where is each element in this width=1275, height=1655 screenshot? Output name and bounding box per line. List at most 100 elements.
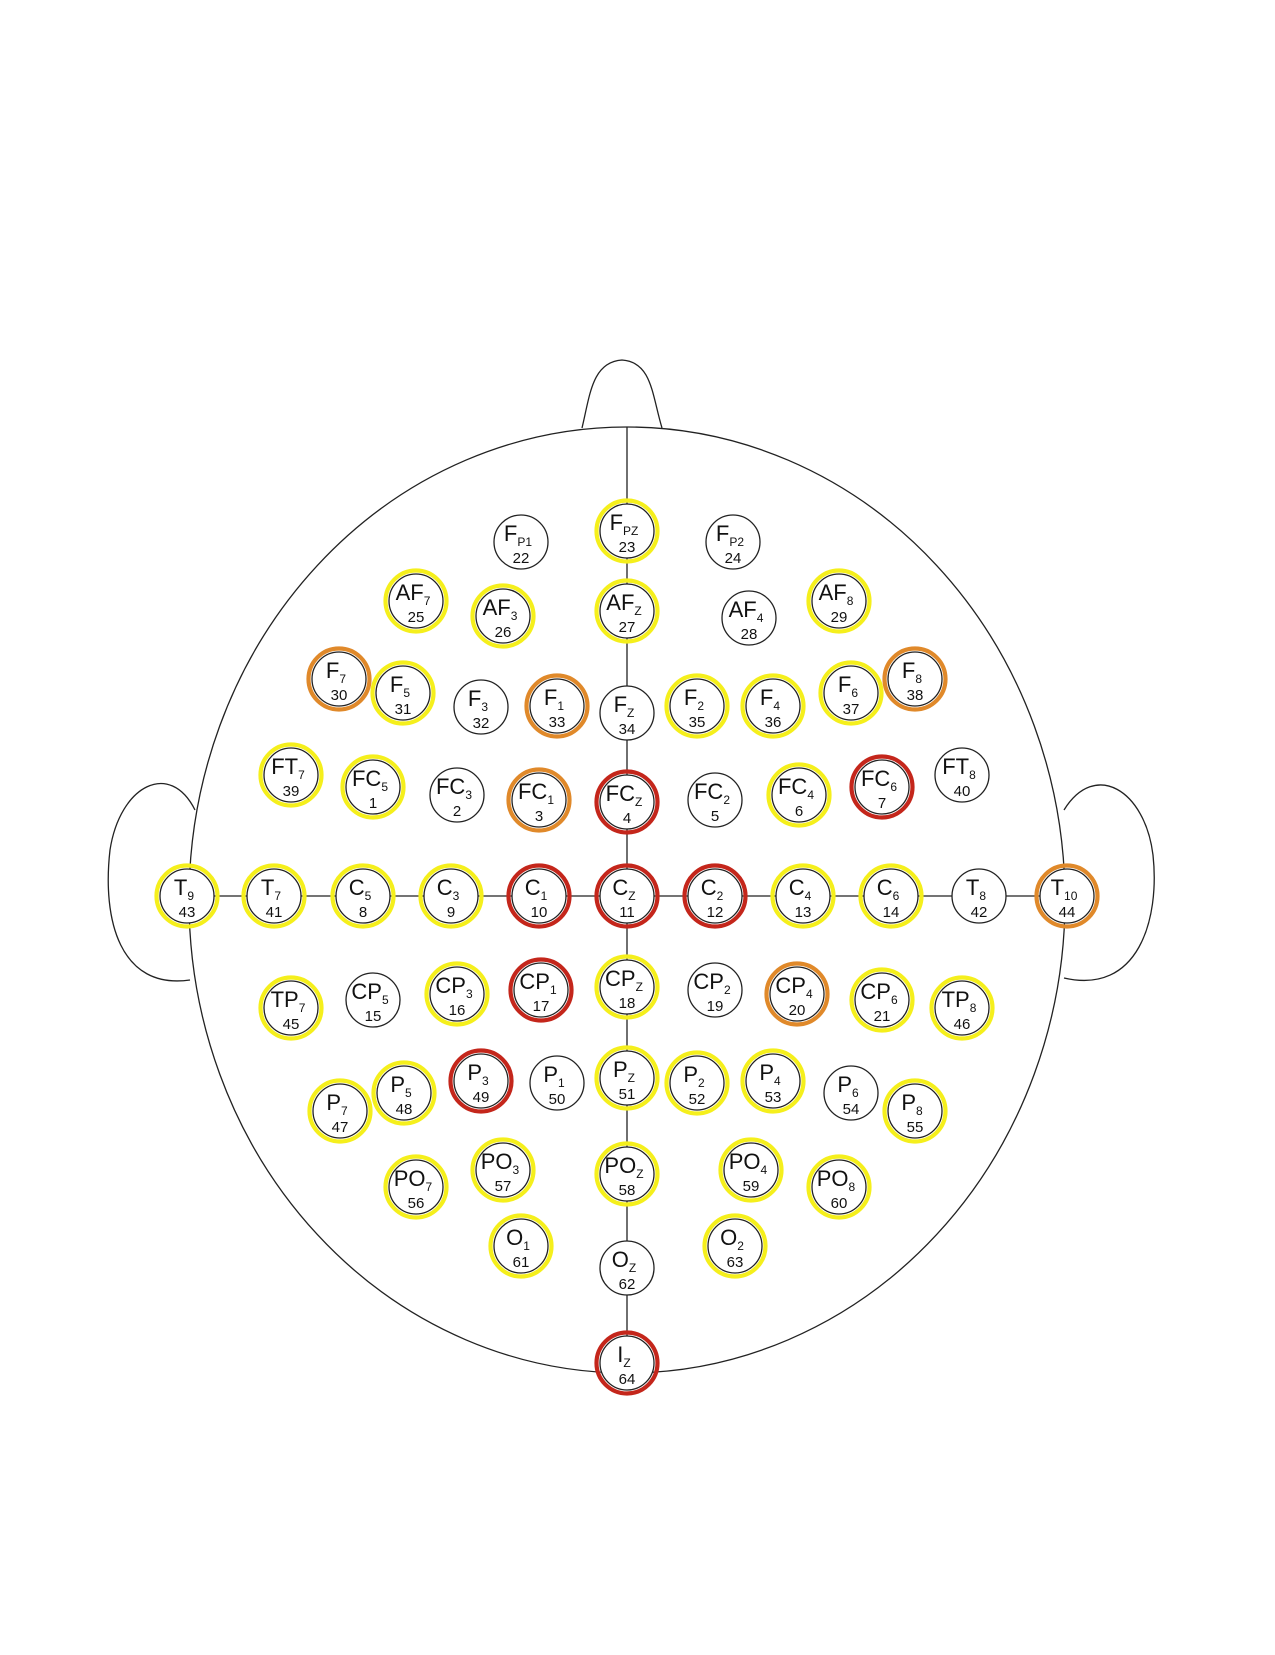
electrode-name: F bbox=[544, 685, 557, 710]
electrode-circle bbox=[721, 590, 777, 646]
highlight-ring-yellow bbox=[806, 1154, 872, 1220]
highlight-ring-orange bbox=[882, 646, 948, 712]
electrode-number: 60 bbox=[831, 1195, 848, 1212]
highlight-ring-yellow bbox=[383, 1154, 449, 1220]
electrode-c3[interactable]: C39 bbox=[418, 863, 484, 929]
electrode-subscript: 2 bbox=[737, 1239, 744, 1253]
electrode-name: F bbox=[610, 510, 623, 535]
highlight-ring-yellow bbox=[470, 583, 536, 649]
highlight-ring-yellow bbox=[383, 568, 449, 634]
electrode-name: PO bbox=[729, 1149, 761, 1174]
electrode-label: F4 bbox=[760, 685, 780, 713]
electrode-number: 18 bbox=[619, 995, 636, 1012]
electrode-subscript: 4 bbox=[807, 788, 814, 802]
electrode-subscript: 3 bbox=[513, 1163, 520, 1177]
electrode-name: PO bbox=[817, 1166, 849, 1191]
electrode-label: P2 bbox=[683, 1062, 705, 1090]
electrode-label: AF8 bbox=[819, 580, 854, 608]
electrode-subscript: 7 bbox=[298, 768, 305, 782]
electrode-subscript: 8 bbox=[849, 1180, 856, 1194]
highlight-ring-yellow bbox=[594, 1045, 660, 1111]
electrode-number: 15 bbox=[365, 1008, 382, 1025]
electrode-circle bbox=[335, 868, 391, 924]
electrode-label: O2 bbox=[720, 1225, 744, 1253]
electrode-circle bbox=[599, 685, 655, 741]
electrode-subscript: 4 bbox=[757, 611, 764, 625]
electrode-subscript: 8 bbox=[916, 1104, 923, 1118]
electrode-number: 58 bbox=[619, 1182, 636, 1199]
highlight-ring-yellow bbox=[929, 975, 995, 1041]
electrode-circle bbox=[934, 747, 990, 803]
electrode-label: P4 bbox=[759, 1060, 781, 1088]
nose-outline bbox=[581, 359, 663, 429]
electrode-c5[interactable]: C58 bbox=[330, 863, 396, 929]
electrode-name: F bbox=[716, 521, 729, 546]
electrode-number: 47 bbox=[332, 1119, 349, 1136]
electrode-subscript: Z bbox=[636, 1167, 643, 1181]
electrode-number: 4 bbox=[623, 810, 631, 827]
